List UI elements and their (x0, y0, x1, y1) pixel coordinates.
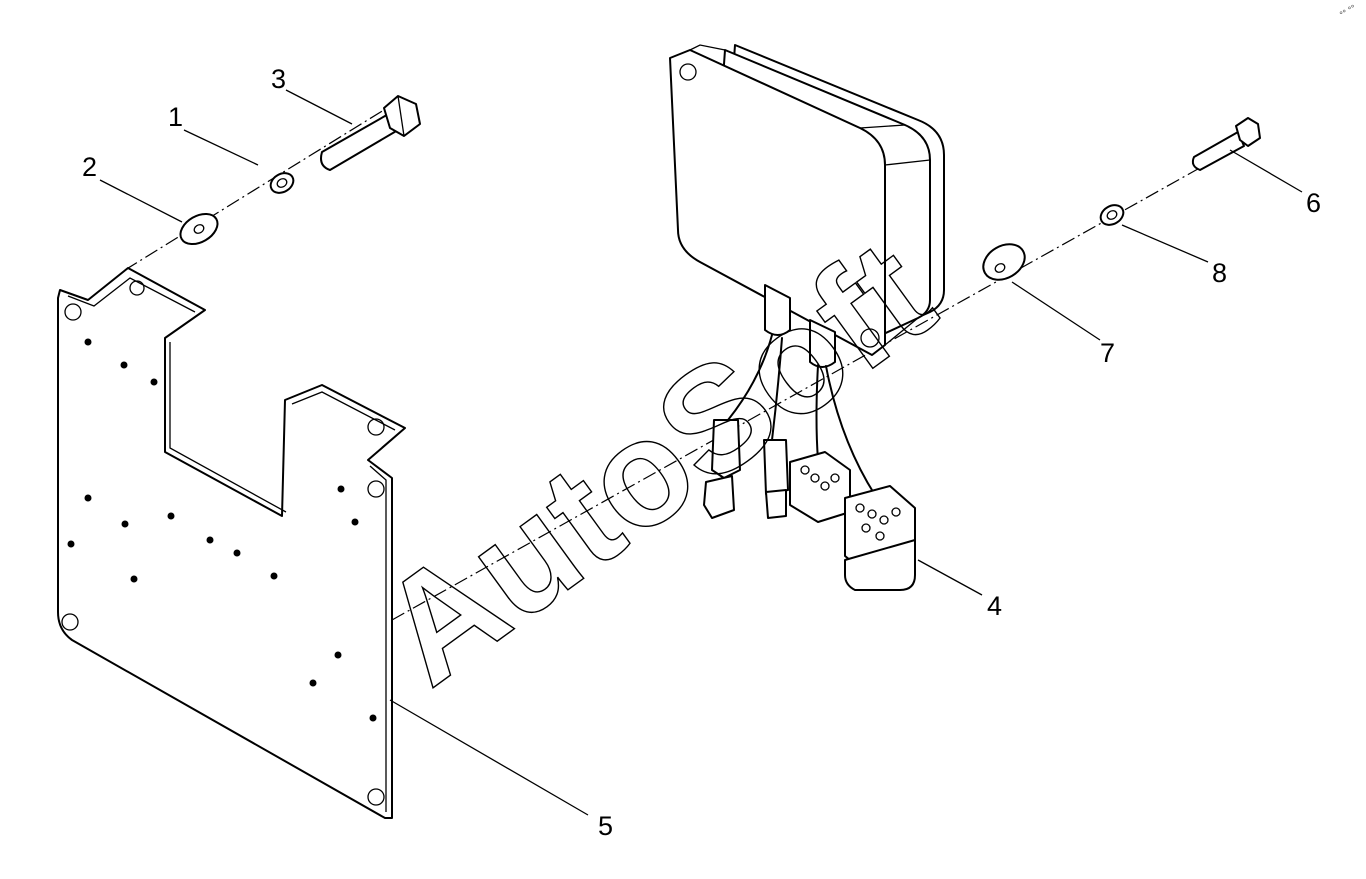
bolt-right (1191, 117, 1261, 171)
wiring-harness (703, 334, 916, 591)
leader-lines (99, 89, 1303, 816)
watermark: AutoSoft (350, 208, 961, 716)
lock-washer-left (269, 172, 295, 194)
lock-washer-right (1099, 204, 1125, 226)
mounting-plate (57, 267, 406, 819)
callout-1: 1 (168, 102, 183, 132)
flat-washer-left (179, 212, 219, 246)
callout-8: 8 (1212, 258, 1227, 288)
callout-2: 2 (82, 152, 97, 182)
callout-5: 5 (598, 811, 613, 841)
callout-7: 7 (1100, 338, 1115, 368)
right-center-line (391, 164, 1206, 621)
control-module (669, 44, 945, 368)
callout-6: 6 (1306, 188, 1321, 218)
flat-washer-right (982, 243, 1026, 281)
bolt-left (320, 95, 421, 171)
callout-3: 3 (271, 64, 286, 94)
left-center-line (124, 99, 401, 271)
callout-4: 4 (987, 591, 1002, 621)
corner-mark: °° °° (1338, 2, 1358, 19)
